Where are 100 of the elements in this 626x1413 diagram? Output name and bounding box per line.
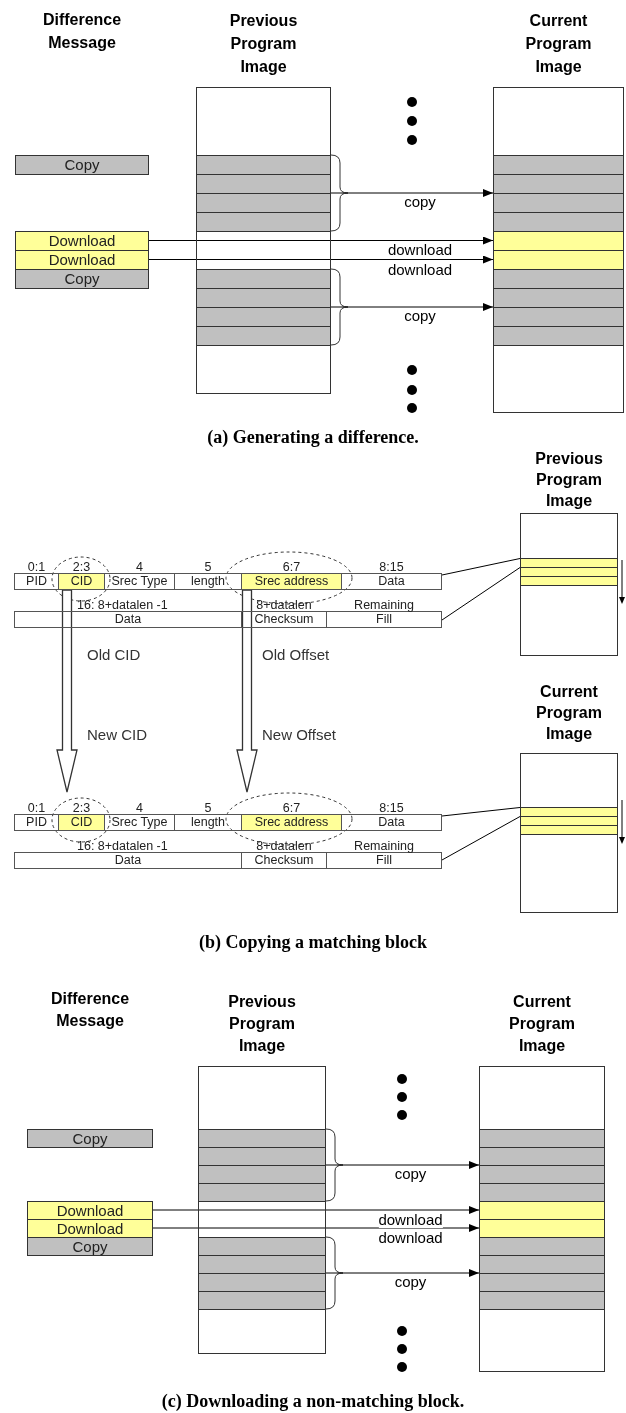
connector-line — [441, 558, 521, 576]
field-name: length — [190, 816, 226, 829]
memory-block — [197, 193, 330, 213]
connector-line — [441, 816, 521, 861]
byte-range-label: Remaining — [354, 839, 414, 853]
memory-block — [197, 174, 330, 194]
arrow — [152, 1206, 480, 1214]
field-name: Srec address — [254, 816, 329, 829]
memory-block — [494, 326, 623, 346]
arrow — [152, 1224, 480, 1232]
memory-block — [480, 1291, 604, 1310]
field-name: Srec address — [254, 575, 329, 588]
image-heading: Previous Program Image — [534, 449, 604, 511]
memory-block — [521, 816, 617, 826]
command-label: Download — [48, 233, 116, 249]
edge-label: download — [378, 1211, 443, 1228]
arrow — [148, 255, 494, 264]
memory-block — [521, 807, 617, 817]
field-name: Data — [114, 613, 142, 626]
edge-label: download — [387, 261, 453, 278]
command-box — [27, 1237, 153, 1256]
field-name: PID — [26, 575, 47, 588]
byte-range-label: 6:7 — [282, 801, 301, 815]
figure-caption: (a) Generating a difference. — [207, 426, 419, 448]
image-heading: Current Program Image — [524, 11, 593, 77]
field-name: length — [190, 575, 226, 588]
field-note: Old Offset — [262, 646, 330, 663]
memory-block — [197, 288, 330, 308]
field-name: Checksum — [254, 854, 314, 867]
column-heading: Difference Message — [41, 10, 123, 53]
field-name: Fill — [376, 854, 392, 867]
memory-block — [494, 155, 623, 175]
field-name: Data — [378, 575, 405, 588]
byte-range-label: 8:15 — [379, 560, 404, 574]
command-box — [15, 231, 149, 251]
field-note: Old CID — [87, 646, 141, 663]
field-name: CID — [70, 816, 93, 829]
edge-label: download — [387, 242, 453, 258]
command-box — [15, 155, 149, 175]
edge-label: download — [378, 1230, 443, 1246]
arrow — [148, 236, 494, 245]
memory-block — [494, 307, 623, 327]
image-heading: Previous Program Image — [227, 992, 297, 1056]
field-name: Fill — [376, 613, 392, 626]
image-heading: Current Program Image — [535, 682, 603, 744]
hollow-arrow — [236, 589, 258, 793]
field-note: New Offset — [262, 726, 336, 743]
byte-range-label: 4 — [136, 801, 143, 815]
byte-range-label: 5 — [204, 801, 212, 815]
byte-range-label: 2:3 — [72, 801, 91, 815]
command-box — [15, 250, 149, 270]
memory-block — [521, 825, 617, 835]
byte-range-label: 0:1 — [27, 560, 46, 574]
byte-range-label: 8+datalen — [256, 839, 312, 853]
memory-block — [197, 326, 330, 346]
column-heading: Difference Message — [49, 989, 131, 1031]
memory-block — [197, 212, 330, 232]
command-box — [27, 1129, 153, 1148]
command-label: Download — [56, 1202, 124, 1219]
byte-range-label: 16: 8+datalen -1 — [77, 598, 168, 612]
byte-range-label: 8+datalen — [256, 598, 312, 612]
memory-block — [197, 155, 330, 175]
field-name: PID — [26, 816, 47, 829]
arrow — [330, 303, 494, 311]
command-label: Copy — [72, 1130, 108, 1147]
command-label: Copy — [64, 271, 100, 287]
connector-line — [441, 807, 521, 817]
field-note: New CID — [87, 726, 147, 743]
memory-block — [494, 231, 623, 251]
connector-line — [441, 567, 521, 621]
image-heading: Current Program Image — [508, 992, 576, 1056]
memory-block — [199, 1183, 325, 1202]
command-label: Download — [48, 252, 116, 268]
figure-caption: (c) Downloading a non-matching block. — [161, 1390, 465, 1412]
memory-block — [494, 269, 623, 289]
byte-range-label: 2:3 — [72, 560, 91, 574]
field-name: Srec Type — [111, 816, 168, 829]
byte-range-label: 5 — [204, 560, 212, 574]
memory-block — [197, 269, 330, 289]
arrow — [325, 1269, 480, 1277]
command-label: Copy — [64, 157, 100, 173]
memory-block — [494, 174, 623, 194]
hollow-arrow — [56, 589, 78, 793]
field-name: CID — [70, 575, 93, 588]
arrow — [325, 1161, 480, 1169]
memory-block — [494, 288, 623, 308]
memory-block — [494, 250, 623, 270]
arrow — [330, 189, 494, 197]
memory-block — [521, 576, 617, 586]
byte-range-label: 4 — [136, 560, 143, 574]
command-box — [15, 269, 149, 289]
field-name: Data — [114, 854, 142, 867]
field-name: Checksum — [254, 613, 314, 626]
command-label: Copy — [72, 1238, 108, 1255]
memory-block — [199, 1291, 325, 1310]
field-name: Data — [378, 816, 405, 829]
byte-range-label: 16: 8+datalen -1 — [77, 839, 168, 853]
memory-block — [521, 558, 617, 568]
figure-caption: (b) Copying a matching block — [199, 931, 427, 953]
memory-block — [197, 307, 330, 327]
